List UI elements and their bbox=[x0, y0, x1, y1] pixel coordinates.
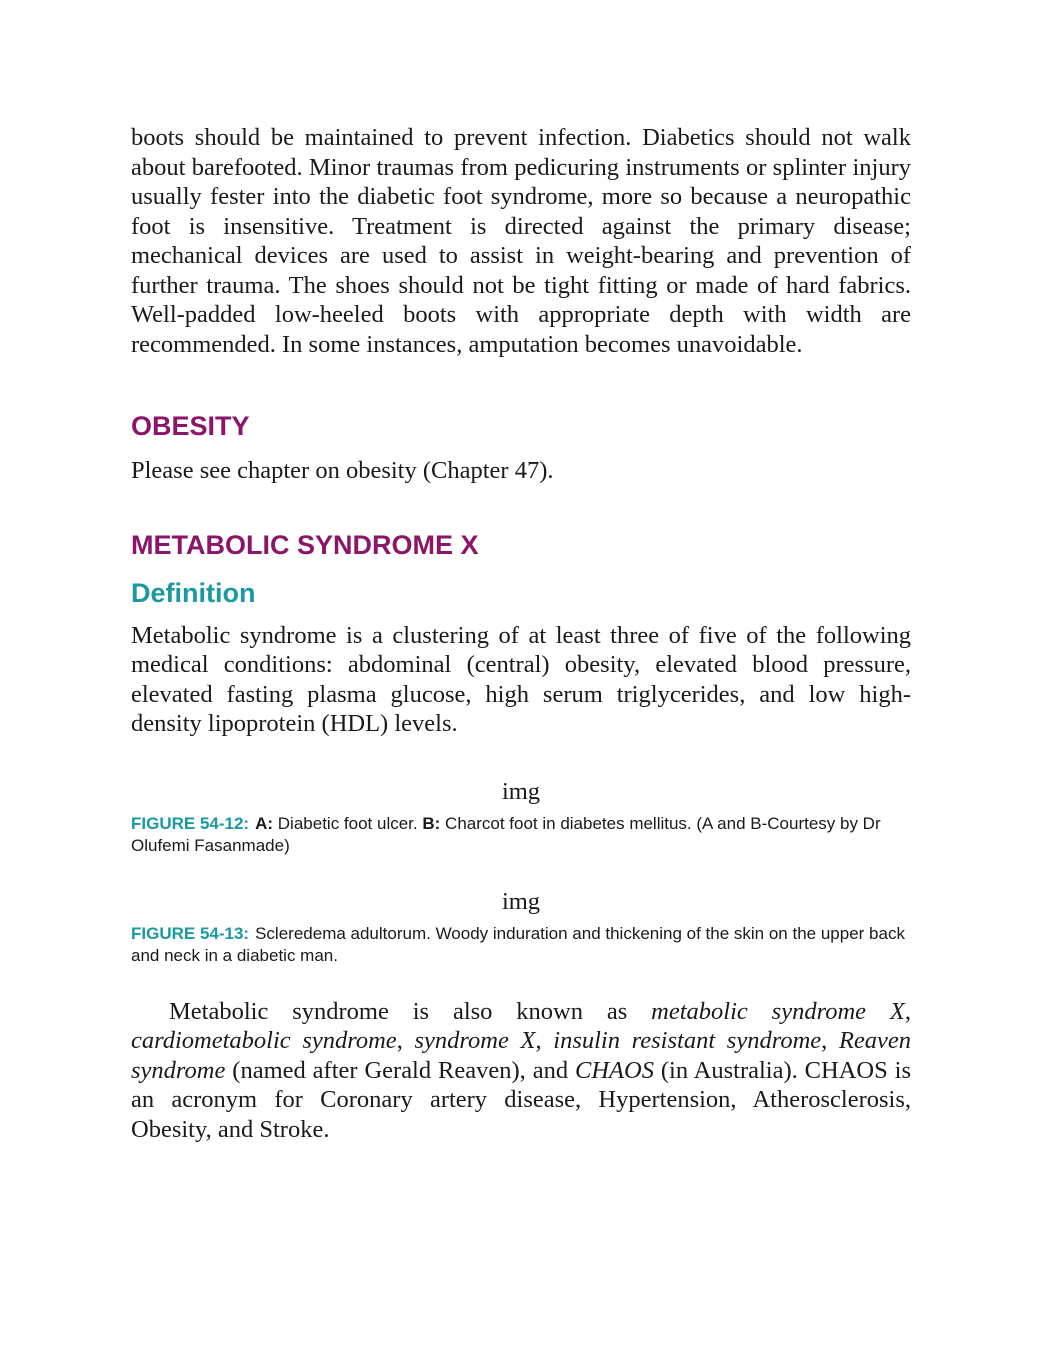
italic-term: insulin resistant syndrome bbox=[553, 1027, 822, 1054]
italic-term: Reaven syndrome bbox=[131, 1027, 912, 1084]
metabolic-syndrome-heading: METABOLIC SYNDROME X bbox=[131, 529, 479, 560]
text-run: , bbox=[396, 1027, 415, 1054]
figure-54-13-text: Scleredema adultorum. Woody induration a… bbox=[131, 923, 905, 965]
obesity-heading: OBESITY bbox=[131, 411, 250, 441]
part-a-label: A: bbox=[255, 813, 274, 833]
figure-54-13: img FIGURE 54-13:Scleredema adultorum. W… bbox=[131, 887, 911, 967]
definition-subheading: Definition bbox=[131, 577, 256, 608]
text-run: Metabolic syndrome is also known as bbox=[169, 997, 652, 1025]
figure-54-12: img FIGURE 54-12:A: Diabetic foot ulcer.… bbox=[131, 777, 911, 857]
definition-paragraph: Metabolic syndrome is a clustering of at… bbox=[131, 621, 911, 738]
figure-54-12-caption: FIGURE 54-12:A: Diabetic foot ulcer. B: … bbox=[131, 813, 911, 857]
also-known-paragraph: Metabolic syndrome is also known as meta… bbox=[131, 997, 911, 1145]
part-b-label: B: bbox=[422, 813, 441, 833]
figure-54-13-label: FIGURE 54-13: bbox=[131, 923, 250, 943]
text-run: , bbox=[535, 1027, 554, 1054]
obesity-text: Please see chapter on obesity (Chapter 4… bbox=[131, 457, 554, 484]
text-run: (named after Gerald Reaven), and bbox=[225, 1056, 576, 1084]
part-b-text: Charcot foot in diabetes mellitus. (A an… bbox=[131, 813, 881, 855]
italic-term: metabolic syndrome X bbox=[651, 997, 905, 1025]
document-page: boots should be maintained to prevent in… bbox=[131, 123, 911, 1144]
part-a-text: Diabetic foot ulcer. bbox=[273, 813, 423, 833]
figure-54-12-image: img bbox=[501, 777, 541, 805]
figure-54-13-caption: FIGURE 54-13:Scleredema adultorum. Woody… bbox=[131, 923, 911, 967]
figure-54-12-label: FIGURE 54-12: bbox=[131, 813, 250, 833]
intro-paragraph: boots should be maintained to prevent in… bbox=[131, 124, 911, 358]
italic-term: CHAOS bbox=[575, 1056, 654, 1084]
figure-54-13-image: img bbox=[501, 887, 541, 915]
italic-term: syndrome X bbox=[414, 1027, 536, 1054]
text-run: (in Australia). CHAOS is an acronym for … bbox=[131, 1056, 911, 1143]
text-run: , bbox=[904, 997, 911, 1025]
italic-term: cardiometabolic syndrome bbox=[131, 1027, 397, 1054]
text-run: , bbox=[821, 1027, 839, 1054]
